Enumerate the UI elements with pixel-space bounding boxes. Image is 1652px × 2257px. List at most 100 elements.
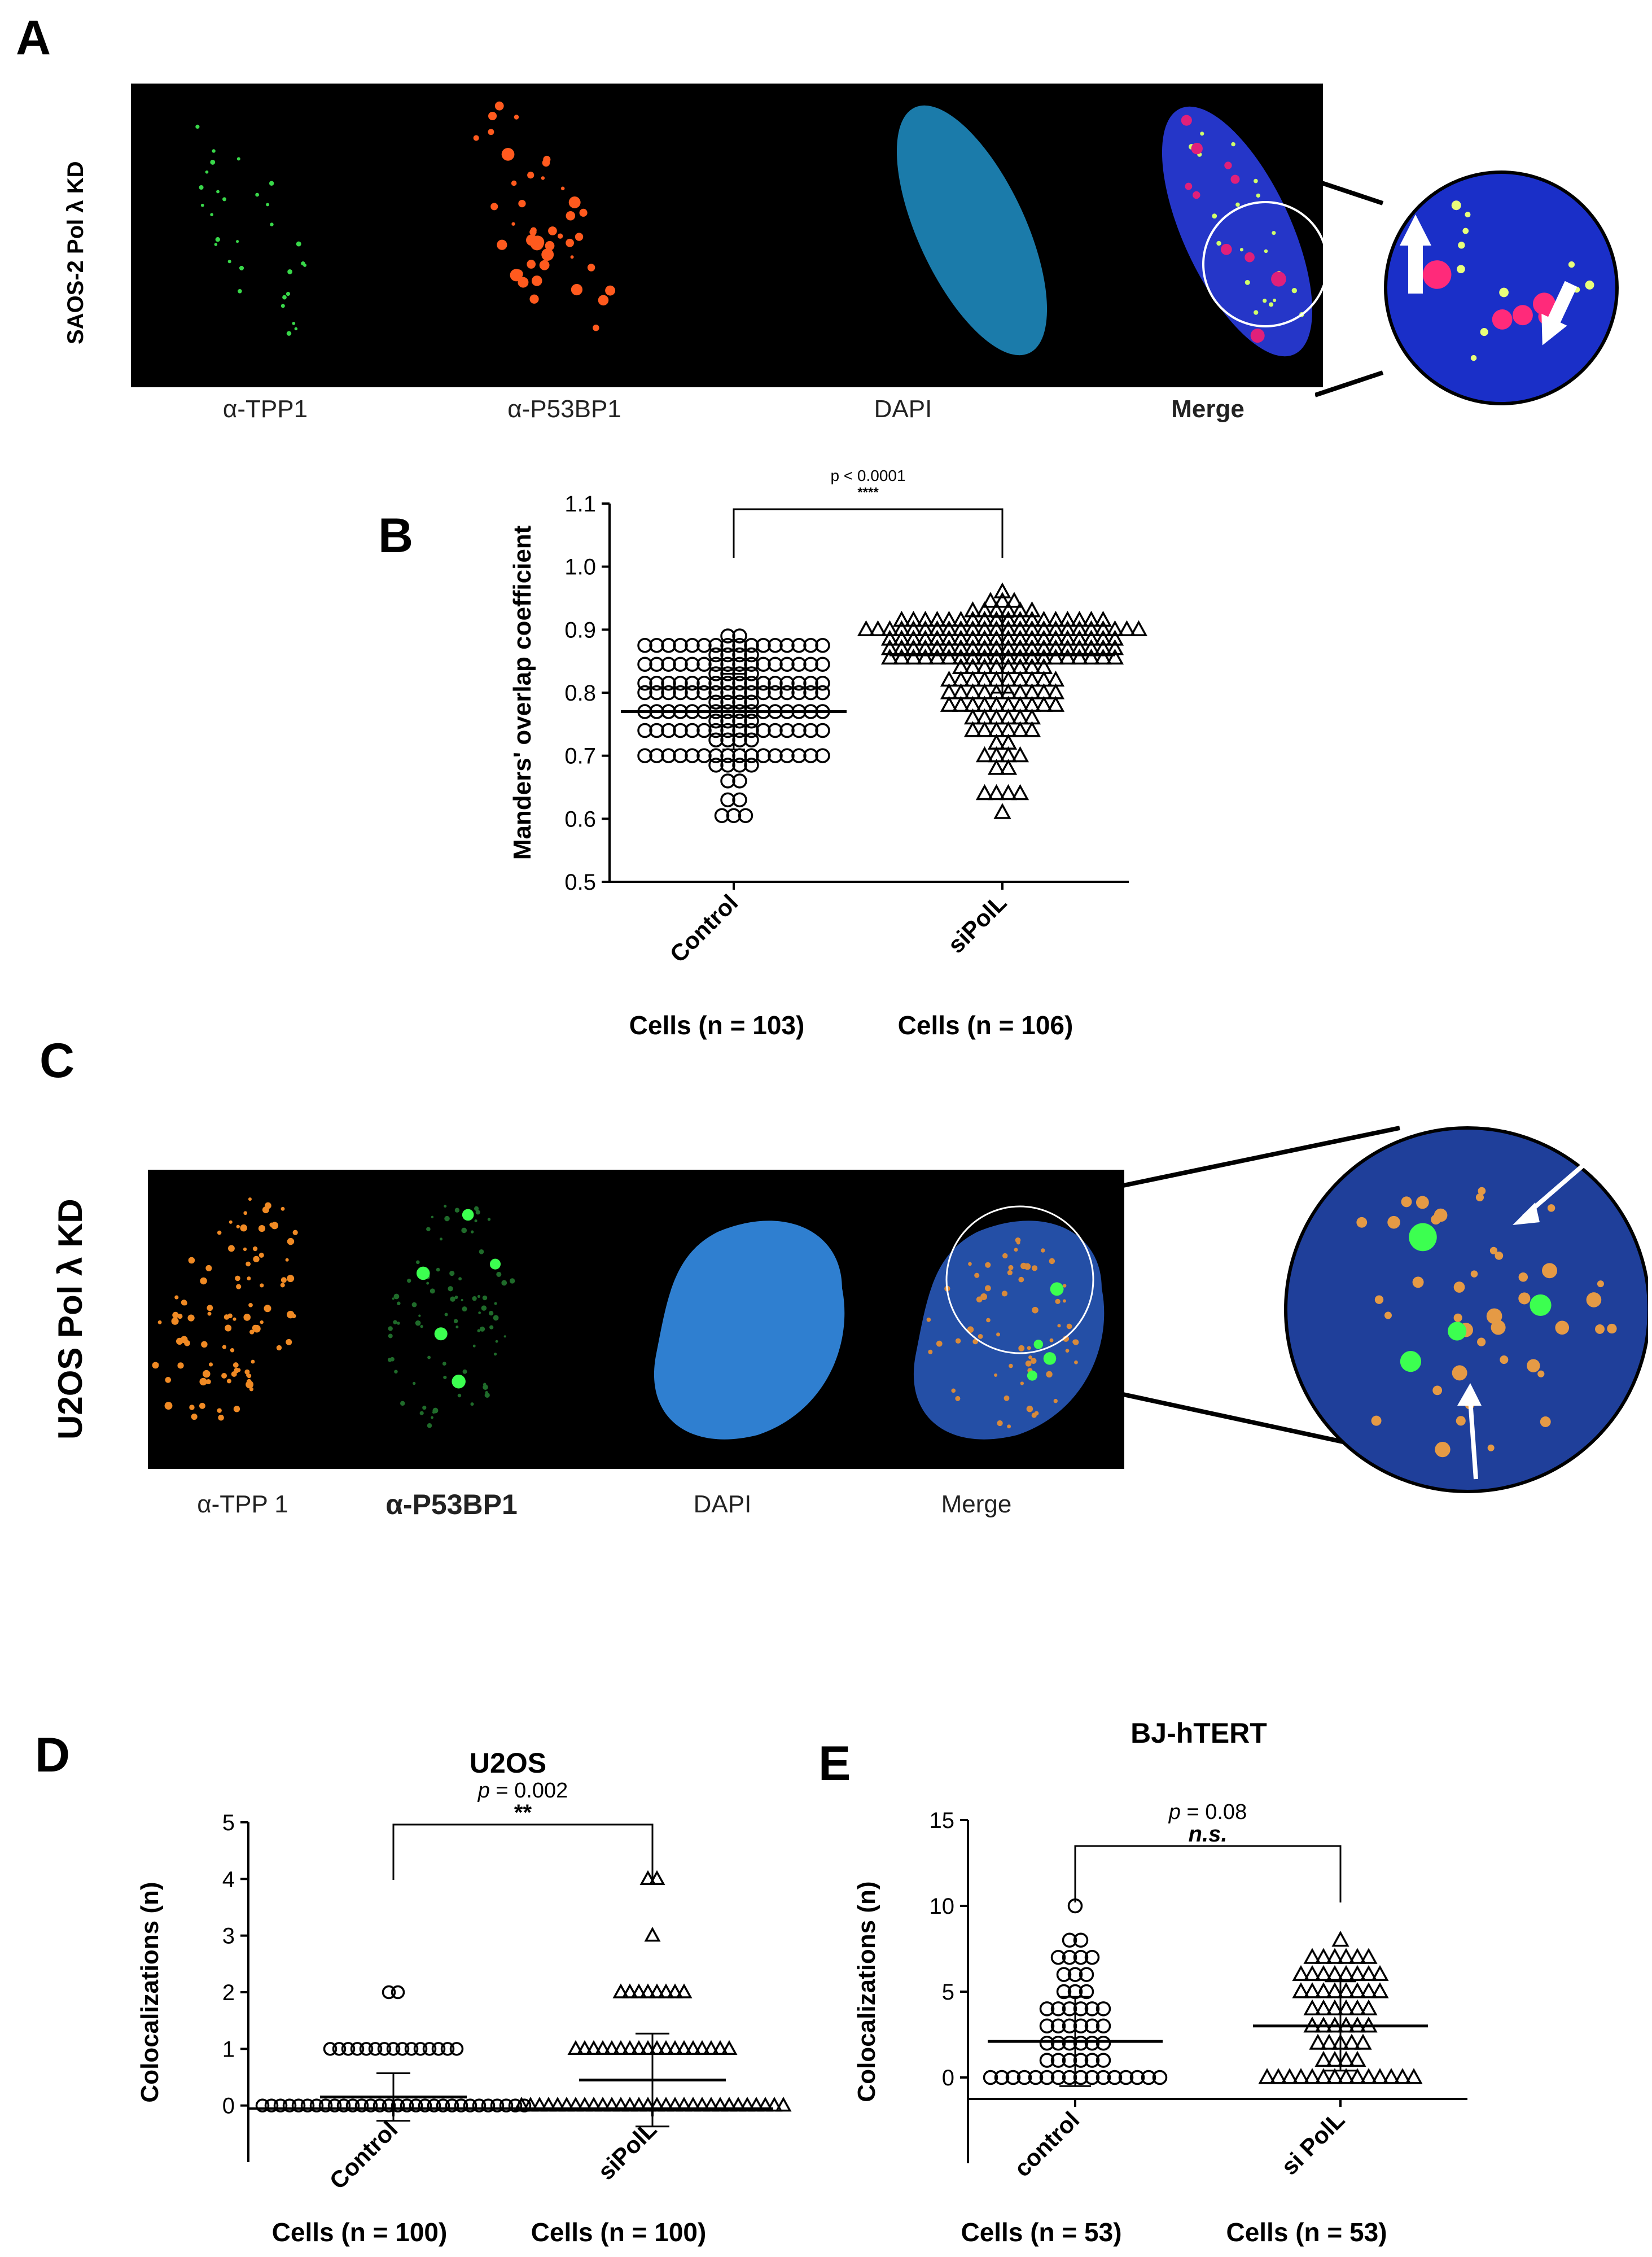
- data-point: [449, 2042, 464, 2056]
- data-point: [323, 2042, 338, 2056]
- data-point: [703, 2097, 720, 2112]
- merge-focus: [1008, 1265, 1014, 1270]
- p53bp1-focus: [436, 1267, 440, 1272]
- zoom-focus: [1374, 1295, 1384, 1304]
- p53bp1-focus: [431, 1215, 434, 1219]
- chart-title: BJ-hTERT: [1130, 1717, 1267, 1749]
- data-point: [708, 758, 724, 773]
- zoom-line: [1315, 178, 1384, 205]
- data-point: [639, 1983, 656, 1998]
- merge-focus: [997, 1420, 1003, 1427]
- p53bp1-focus: [472, 1296, 477, 1301]
- merge-focus: [926, 1317, 931, 1322]
- data-point: [630, 2097, 647, 2112]
- data-point: [350, 2042, 365, 2056]
- data-point: [720, 638, 735, 653]
- p53bp1-focus: [566, 238, 575, 247]
- micrograph-a: [195, 101, 1323, 357]
- data-point: [585, 2097, 602, 2112]
- p53bp1-focus: [490, 203, 498, 211]
- data-point: [940, 620, 958, 636]
- tpp1-focus: [227, 1245, 235, 1252]
- data-point: [768, 748, 783, 763]
- zoom-focus: [1547, 1204, 1555, 1212]
- data-point: [791, 723, 807, 738]
- data-point: [940, 696, 958, 712]
- data-point: [1011, 784, 1029, 801]
- data-point: [732, 792, 747, 808]
- tpp1-focus: [171, 1317, 179, 1325]
- data-point: [1039, 2018, 1055, 2034]
- data-point: [732, 657, 747, 672]
- data-point: [661, 657, 676, 672]
- tpp1-focus: [255, 193, 260, 197]
- tpp1-focus: [207, 1311, 212, 1316]
- y-tick-label: 3: [222, 1924, 235, 1949]
- data-point: [963, 629, 982, 646]
- zoom-focus: [1448, 1322, 1467, 1341]
- data-point: [940, 629, 958, 646]
- tpp1-focus: [292, 322, 296, 325]
- data-point: [904, 629, 923, 646]
- p53bp1-focus: [541, 176, 545, 180]
- tpp1-focus: [240, 1224, 247, 1232]
- data-point: [857, 620, 875, 636]
- p53bp1-focus: [470, 1230, 474, 1234]
- y-axis-label: Colocalizations (n): [853, 1881, 880, 2102]
- tpp1-focus: [157, 1320, 162, 1324]
- merge-focus: [1220, 243, 1232, 255]
- data-point: [815, 748, 830, 763]
- micrograph-strip-c: [148, 1170, 1124, 1469]
- data-point: [648, 1983, 665, 1998]
- data-point: [892, 629, 911, 646]
- tpp1-focus: [286, 331, 292, 336]
- chart-title: U2OS: [470, 1747, 546, 1779]
- data-point: [1035, 648, 1053, 665]
- merge-focus: [1250, 329, 1265, 343]
- p53bp1-focus: [488, 129, 494, 135]
- tpp1-focus: [260, 1320, 264, 1324]
- data-point: [1096, 2001, 1111, 2017]
- merge-focus: [1216, 240, 1221, 246]
- zoom-focus: [1451, 200, 1461, 211]
- p53bp1-focus: [449, 1271, 455, 1276]
- caption-c-2: DAPI: [693, 1490, 752, 1518]
- tpp1-focus: [218, 1414, 224, 1421]
- tpp1-focus: [229, 1220, 233, 1224]
- merge-focus: [1065, 1349, 1070, 1353]
- p53bp1-focus: [531, 275, 542, 286]
- tpp1-focus: [227, 1313, 233, 1319]
- data-point: [904, 648, 923, 665]
- data-point: [661, 685, 676, 701]
- p53bp1-focus: [387, 1357, 392, 1362]
- data-point: [676, 2040, 693, 2055]
- merge-focus: [1026, 1405, 1033, 1412]
- y-tick-label: 0.7: [564, 744, 596, 769]
- p53bp1-focus: [493, 1315, 499, 1321]
- data-point: [880, 620, 899, 636]
- data-point: [621, 2097, 638, 2112]
- data-point: [1011, 601, 1029, 618]
- data-point: [744, 647, 759, 663]
- merge-focus: [1191, 142, 1203, 155]
- zoom-circle-icon: [1202, 201, 1323, 327]
- p53bp1-focus: [527, 260, 536, 269]
- data-point: [1405, 2068, 1423, 2084]
- zoom-focus: [1475, 1193, 1484, 1202]
- data-point: [1011, 746, 1029, 763]
- data-point: [1337, 1948, 1355, 1964]
- tpp1-focus: [215, 237, 220, 242]
- caption-a-1: α-P53BP1: [507, 395, 621, 423]
- tpp1-focus: [291, 1314, 296, 1319]
- data-point: [732, 628, 747, 644]
- zoom-focus: [1422, 260, 1452, 289]
- zoom-focus: [1400, 1350, 1422, 1372]
- p53bp1-focus: [510, 269, 523, 282]
- data-point: [975, 610, 994, 627]
- data-point: [1326, 2050, 1344, 2067]
- data-point: [1039, 2053, 1055, 2068]
- tpp1-focus: [276, 1345, 282, 1351]
- data-point: [1292, 1965, 1310, 1982]
- data-point: [1106, 620, 1124, 636]
